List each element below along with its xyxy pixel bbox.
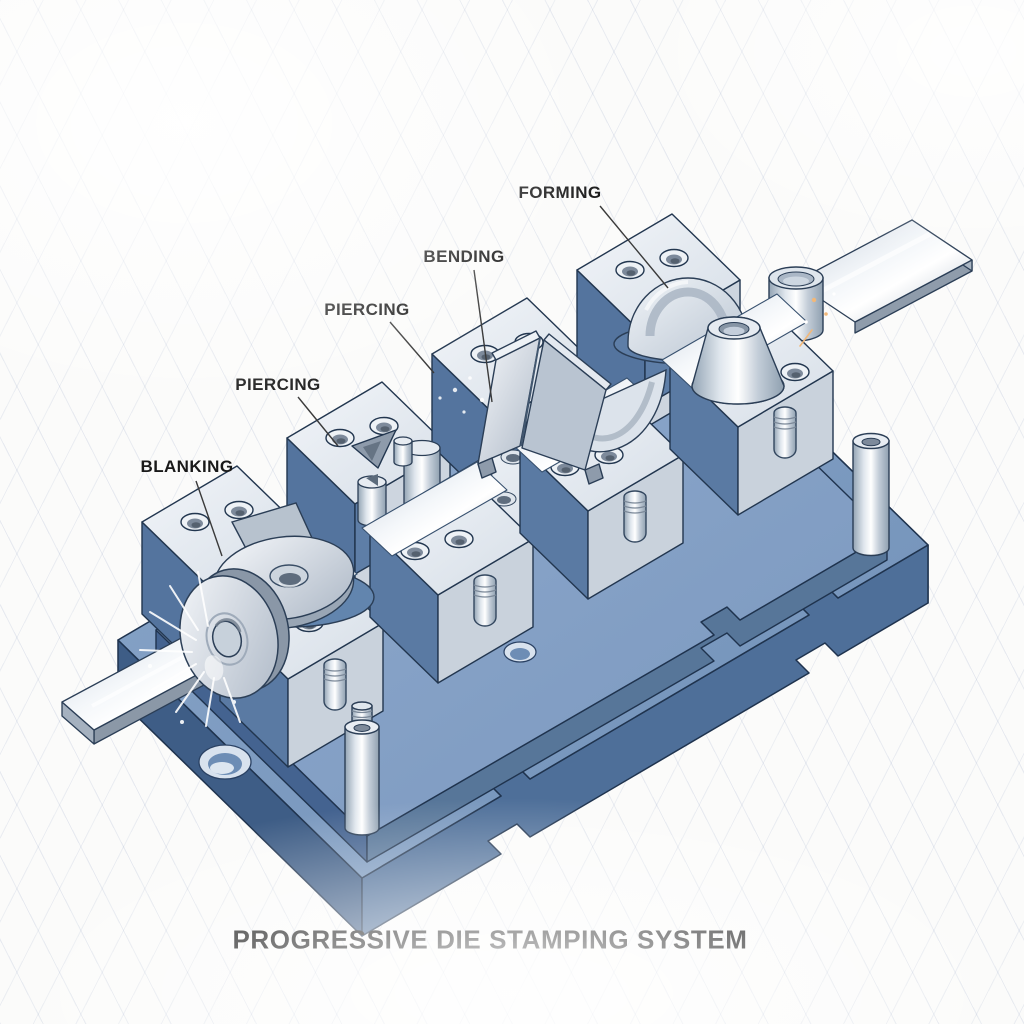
counterbore-hole [659,248,689,268]
counterbore-hole [615,260,645,280]
label-blanking: BLANKING [140,457,234,476]
label-piercing-station-3: PIERCING [324,300,410,319]
hole-highlight [210,762,234,774]
diagram-title: PROGRESSIVE DIE STAMPING SYSTEM [232,924,748,955]
thread-groove [623,490,647,543]
label-bending: BENDING [423,247,505,266]
cup-hole-light [723,326,745,336]
guide-pin-right [852,432,890,557]
counterbore-hole [180,512,210,532]
disc-counterbore-inner [279,573,301,585]
thread-groove [323,658,347,711]
counterbore-hole [780,362,810,382]
punch-pin-stub [393,436,413,467]
counterbore-hole [325,428,355,448]
pad-counterbore-hole [503,641,537,663]
thread-groove [473,574,497,627]
label-piercing-station-2: PIERCING [235,375,321,394]
label-forming: FORMING [518,183,602,202]
base-counterbore-hole [198,744,252,780]
leader-piercing-2 [389,321,435,374]
thread-groove [773,406,797,459]
counterbore-hole [444,529,474,549]
hole-inner [510,648,530,660]
guide-pin-front [344,719,380,836]
counterbore-hole [224,500,254,520]
